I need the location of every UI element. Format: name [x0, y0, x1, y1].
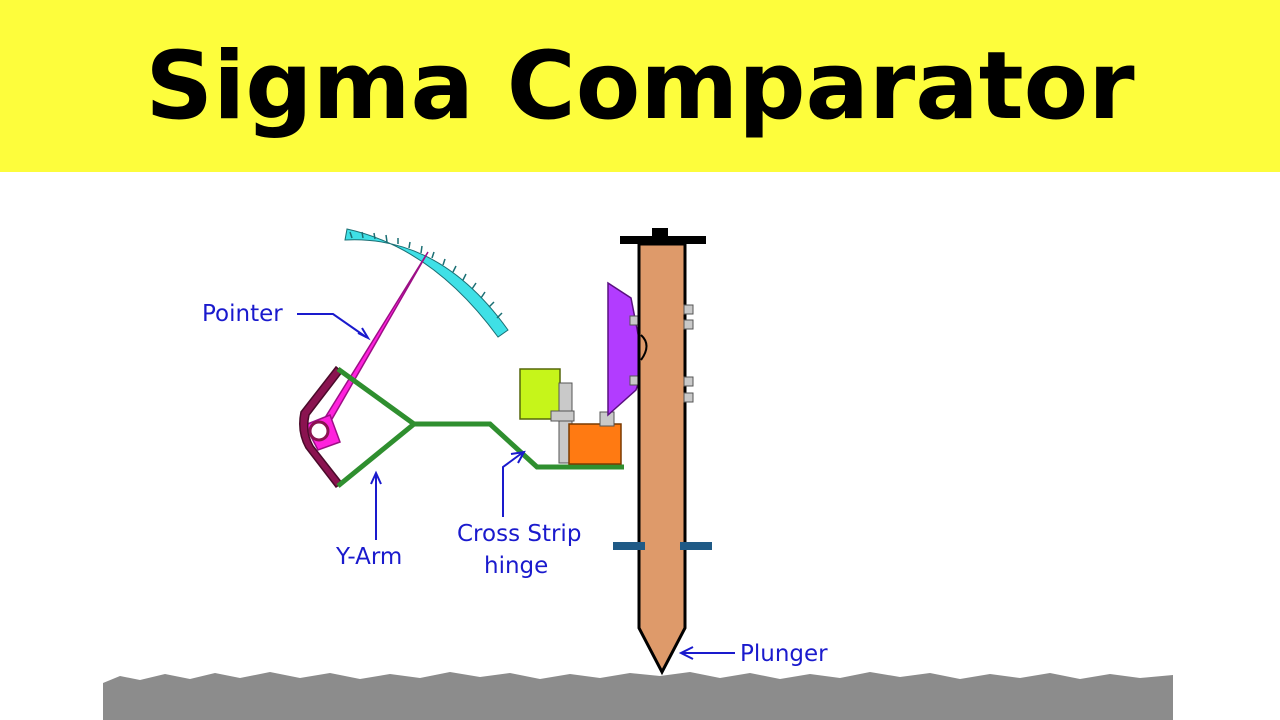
page-title: Sigma Comparator [145, 31, 1135, 141]
moving-block [568, 423, 622, 465]
plunger [613, 228, 712, 676]
y-arm [336, 366, 624, 488]
y-arm-label: Y-Arm [335, 544, 402, 570]
pivot-icon [308, 420, 330, 442]
cross-strip-label-line1: Cross Strip [457, 521, 581, 547]
sigma-comparator-diagram: Pointer Y-Arm Cross Strip hinge Plunger [103, 228, 1173, 720]
scale-arc [344, 228, 509, 338]
plunger-label: Plunger [740, 641, 828, 667]
pointer-label: Pointer [202, 301, 283, 327]
plunger-cap [652, 228, 668, 237]
stopper-left [613, 542, 645, 550]
base-surface [103, 672, 1173, 720]
label-arrows [297, 313, 735, 660]
plunger-top-plate [620, 236, 706, 244]
cross-strip-label-line2: hinge [484, 553, 548, 579]
title-banner: Sigma Comparator [0, 0, 1280, 172]
cross-strip-hinge [519, 368, 622, 465]
scale-ticks [349, 231, 503, 319]
stopper-right [680, 542, 712, 550]
